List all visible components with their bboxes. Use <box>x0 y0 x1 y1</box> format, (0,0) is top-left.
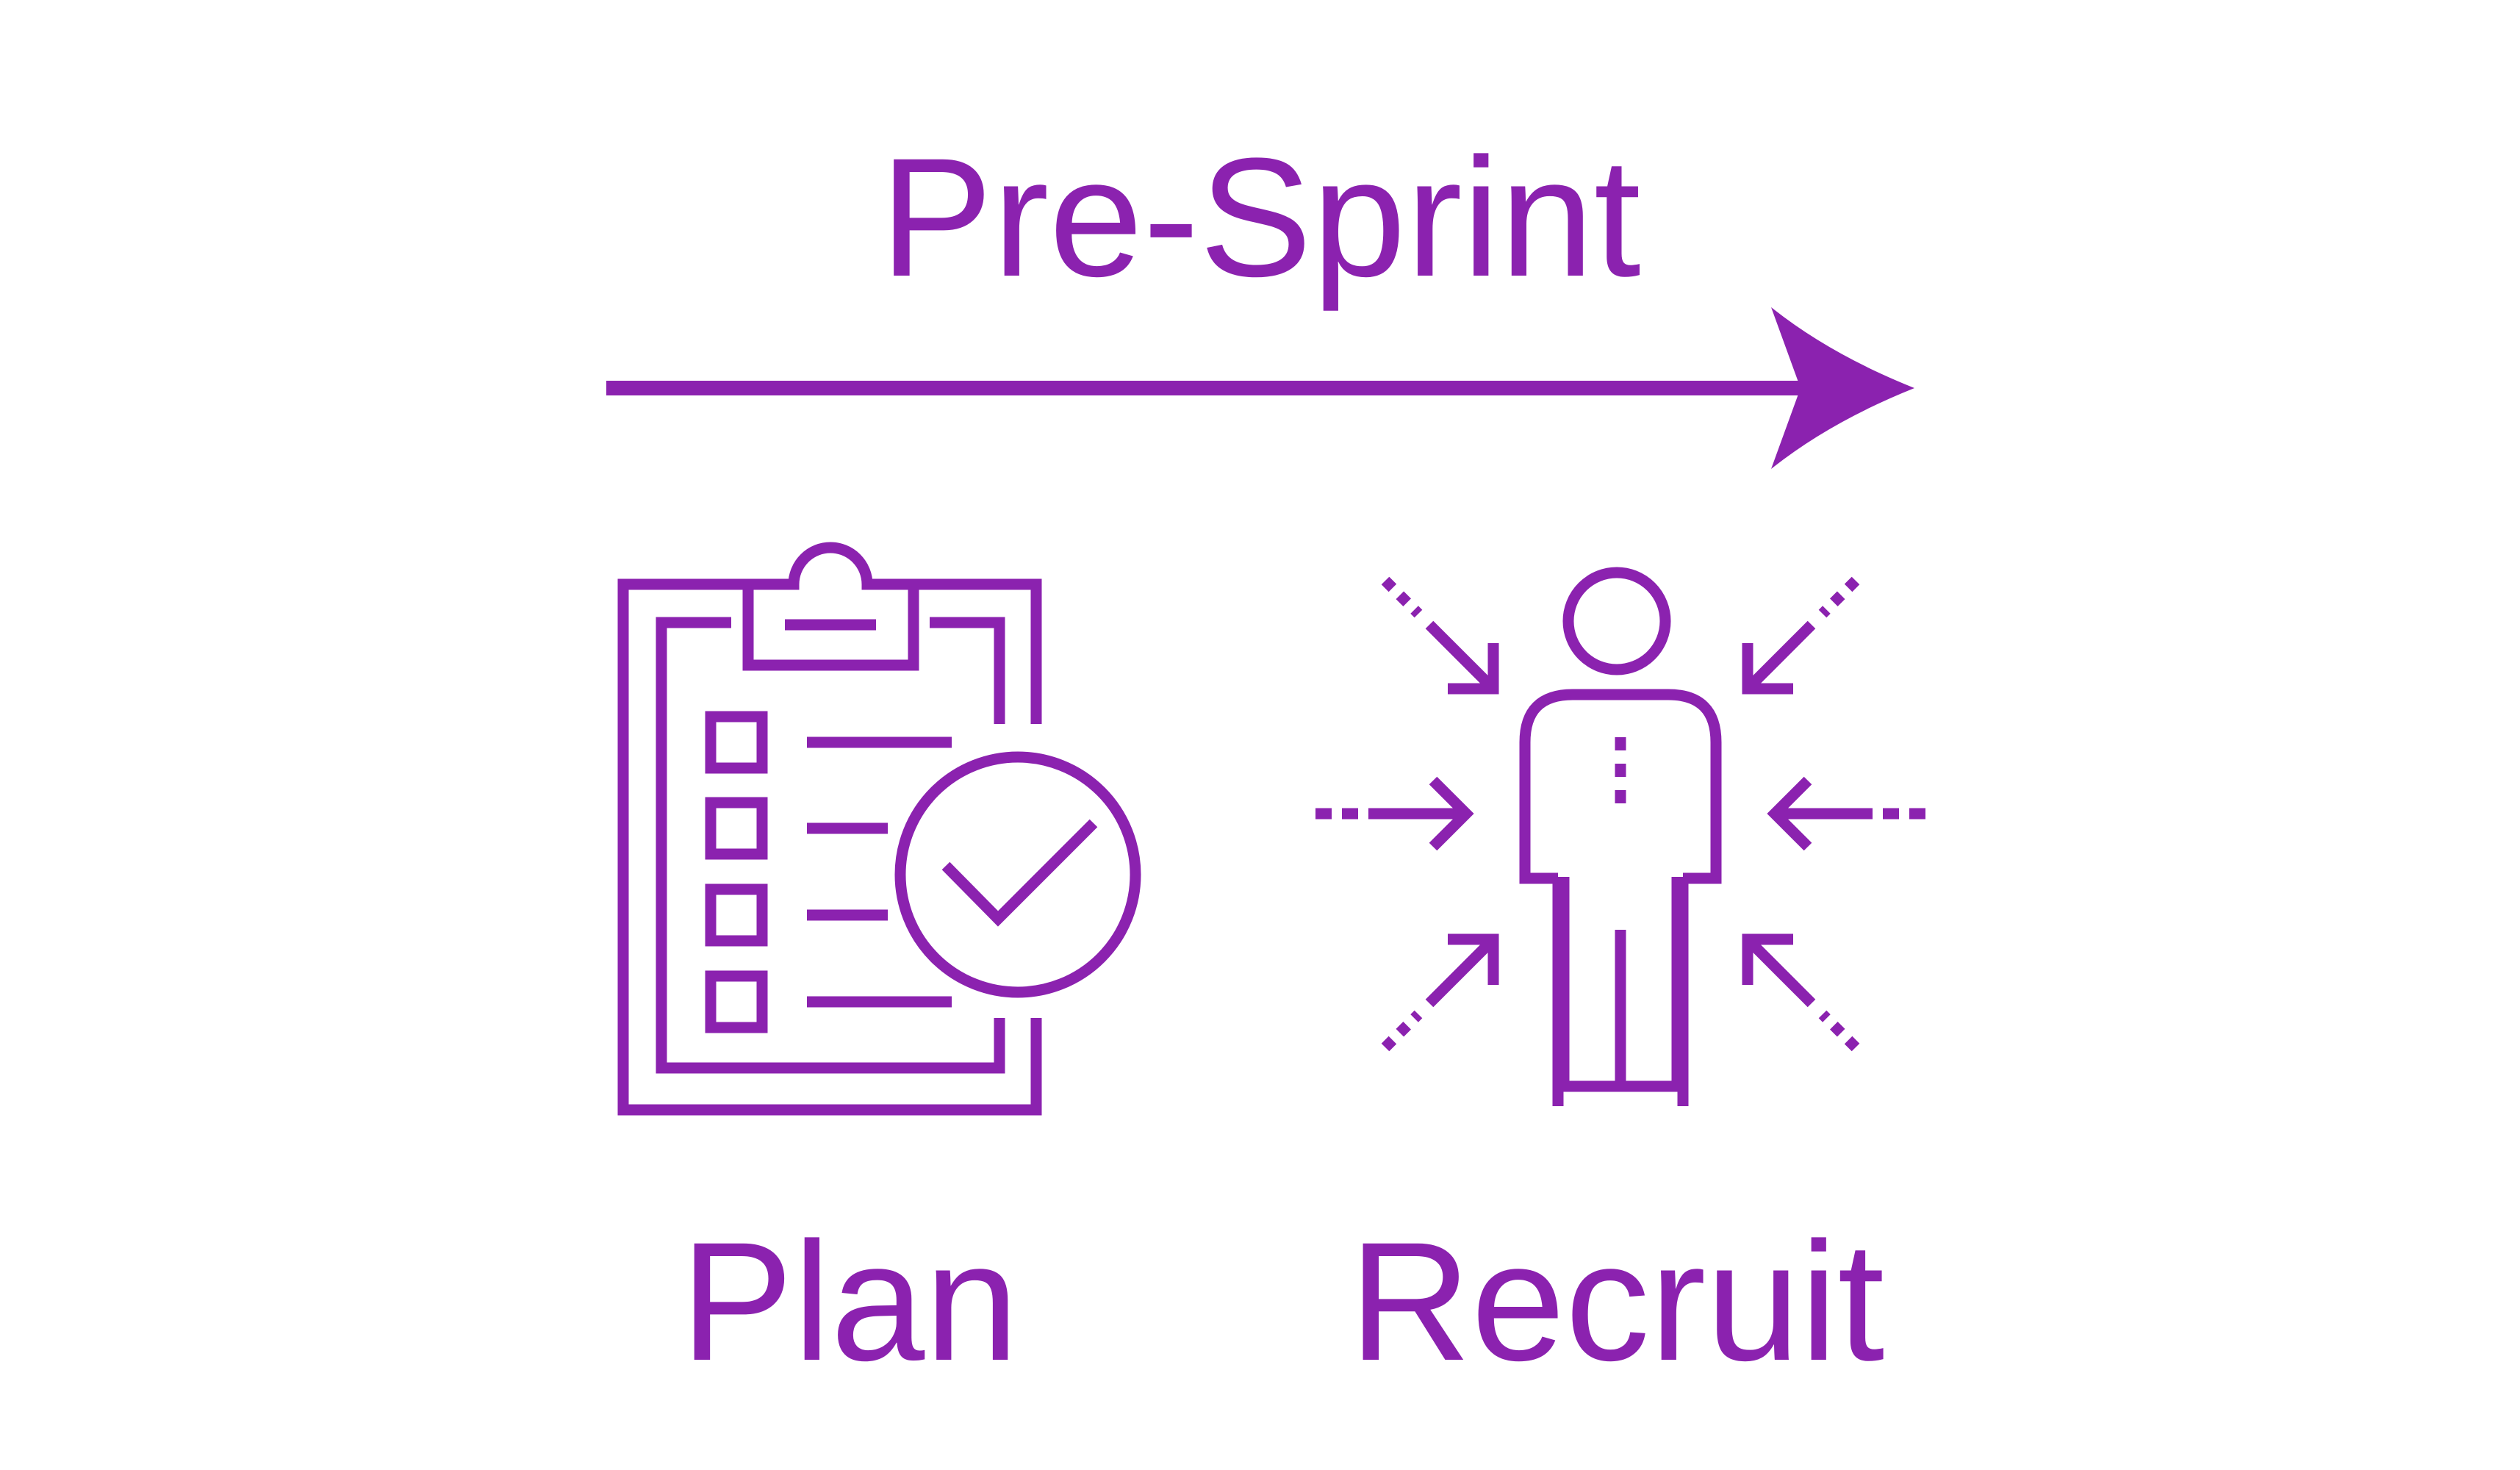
arrow-bottom-right-icon <box>1742 933 1860 1052</box>
checkbox-3 <box>705 883 768 947</box>
clipboard-inner-sheet-right <box>930 617 1005 724</box>
arrow-top-right-icon <box>1742 576 1860 695</box>
timeline-arrow-head <box>1771 307 1914 469</box>
person-focus-icon <box>1315 567 1925 1106</box>
clipboard-checklist-icon <box>617 542 1141 1116</box>
arrow-bottom-left-icon <box>1381 933 1499 1052</box>
clipboard-clip <box>742 542 919 671</box>
arrow-middle-right-icon <box>1767 776 1925 851</box>
person-torso <box>1519 689 1722 884</box>
check-mark-icon <box>941 819 1098 927</box>
arrow-top-left-icon <box>1381 576 1499 695</box>
checkbox-4 <box>705 970 768 1033</box>
checkbox-1 <box>705 711 768 774</box>
diagram-title: Pre-Sprint <box>880 123 1640 312</box>
step-label-recruit: Recruit <box>1349 1207 1885 1396</box>
step-label-plan: Plan <box>681 1207 1019 1396</box>
clipboard-inner-sheet-left <box>656 617 1005 1074</box>
checkbox-2 <box>705 797 768 860</box>
clipboard-outer-board-left <box>617 578 1042 1116</box>
check-badge-circle <box>894 751 1141 998</box>
clipboard-outer-board <box>911 578 1042 724</box>
person-head <box>1562 567 1671 675</box>
arrow-middle-left-icon <box>1315 776 1474 851</box>
timeline-arrow <box>606 307 1914 469</box>
